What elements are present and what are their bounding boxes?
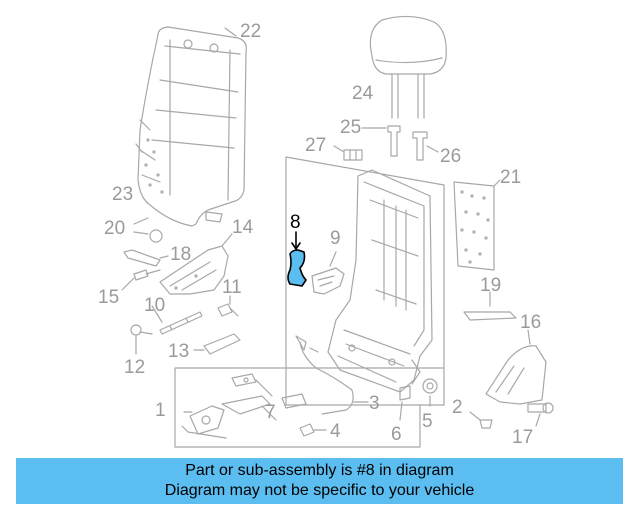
bolt-12 (130, 324, 153, 355)
bracket (311, 251, 345, 295)
recliner-box (174, 367, 445, 448)
cable-3 (281, 335, 369, 415)
callout-12: 12 (124, 357, 146, 378)
callout-17: 17 (512, 427, 534, 448)
callout-9: 9 (330, 228, 341, 249)
callout-15: 15 (98, 287, 120, 308)
part-8-highlighted (287, 231, 307, 287)
callout-23: 23 (112, 184, 134, 205)
recliner-mechanism (181, 373, 277, 439)
callout-27: 27 (305, 135, 327, 156)
callout-2: 2 (452, 397, 463, 418)
callout-8: 8 (290, 212, 301, 233)
cap-and-screw (133, 143, 223, 243)
callout-4: 4 (330, 421, 341, 442)
banner-line-disclaimer: Diagram may not be specific to your vehi… (164, 482, 475, 499)
callout-13: 13 (168, 341, 190, 362)
headrest-guides (361, 125, 439, 161)
callout-3: 3 (369, 393, 380, 414)
strap (123, 249, 169, 267)
seatback-cushion (137, 26, 247, 227)
callout-18: 18 (170, 244, 192, 265)
bolt-15 (121, 269, 161, 291)
callout-5: 5 (422, 411, 433, 432)
knob-4 (299, 423, 327, 437)
strip-19 (463, 291, 517, 321)
side-shield (159, 233, 233, 295)
callout-14: 14 (232, 217, 254, 238)
callout-11: 11 (222, 277, 242, 298)
nut-and-bolt (469, 402, 554, 429)
callout-19: 19 (480, 275, 502, 296)
cap-6 (399, 385, 411, 421)
seatback-frame (327, 169, 433, 393)
callout-24: 24 (352, 83, 374, 104)
info-banner: Part or sub-assembly is #8 in diagram Di… (16, 458, 623, 504)
bolt-11 (217, 295, 239, 317)
cover-13 (193, 333, 241, 355)
seatback-frame-box (285, 156, 445, 406)
callout-6: 6 (391, 424, 402, 445)
rod-10 (151, 305, 203, 335)
callout-22: 22 (240, 21, 262, 42)
callout-20: 20 (104, 218, 126, 239)
callout-25: 25 (340, 117, 362, 138)
callout-21: 21 (500, 167, 522, 188)
callout-16: 16 (520, 312, 542, 333)
banner-line-part: Part or sub-assembly is #8 in diagram (185, 462, 454, 479)
callout-1: 1 (155, 400, 166, 421)
parts-diagram: 1 2 3 4 5 6 7 8 9 10 11 12 13 14 15 16 1… (98, 15, 554, 448)
callout-10: 10 (144, 295, 166, 316)
headrest (369, 15, 447, 119)
callout-7: 7 (265, 402, 276, 423)
washer-5 (422, 378, 438, 407)
callout-26: 26 (440, 146, 462, 167)
back-pad (453, 179, 501, 271)
clip (333, 145, 363, 161)
side-cover-16 (485, 329, 547, 405)
